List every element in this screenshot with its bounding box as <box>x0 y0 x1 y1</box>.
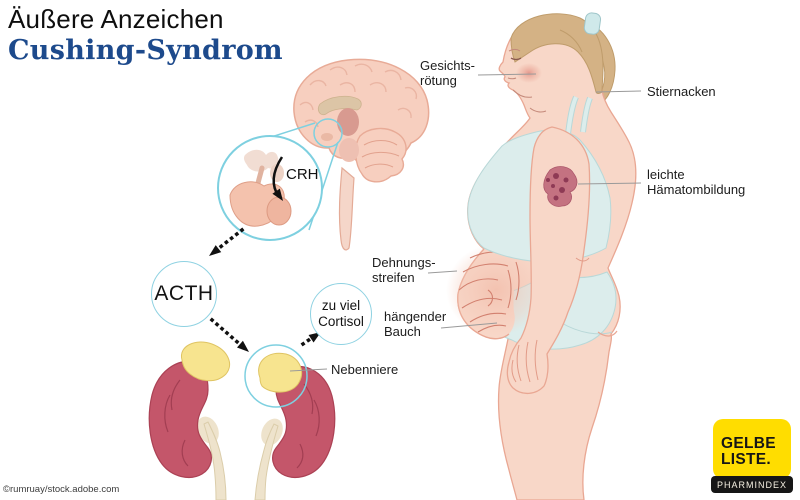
leader-hematoma <box>577 182 642 185</box>
logo-text-line1: GELBE <box>721 435 776 452</box>
face-lines <box>507 49 547 113</box>
hematoma-label: leichte Hämatombildung <box>647 167 746 197</box>
bra-straps <box>565 95 593 135</box>
arrow-acth-to-adrenal <box>209 317 246 350</box>
arrowheads <box>209 245 321 352</box>
logo-black-bar: PHARMINDEX <box>711 476 793 493</box>
logo-subtext: PHARMINDEX <box>716 479 787 490</box>
adrenal-highlight-circle <box>244 344 308 408</box>
cortisol-label-line2: Cortisol <box>318 314 364 329</box>
page-title: Äußere Anzeichen <box>8 4 224 34</box>
crh-label: CRH <box>286 166 319 183</box>
leader-stretch <box>427 270 458 274</box>
cortisol-label-line1: zu viel <box>321 298 361 313</box>
leader-adrenal <box>289 368 328 372</box>
leader-belly <box>440 322 498 329</box>
logo-yellow-box: GELBE LISTE. <box>713 419 791 479</box>
buffalo-neck-label: Stiernacken <box>647 84 716 99</box>
hanging-belly-label: hängender Bauch <box>384 309 447 339</box>
woman-illustration <box>446 12 637 500</box>
cheek-redness <box>516 63 542 83</box>
hormone-flow-arrows <box>209 227 319 350</box>
cortisol-circle: zu viel Cortisol <box>310 283 372 345</box>
acth-label: ACTH <box>154 282 214 305</box>
acth-circle: ACTH <box>151 261 217 327</box>
stretch-marks <box>458 251 520 333</box>
kidneys-illustration <box>148 341 336 500</box>
page-subtitle: Cushing-Syndrom <box>8 35 283 66</box>
nebenniere-label: Nebenniere <box>331 362 399 377</box>
face-redness-label: Gesichts- rötung <box>420 58 475 88</box>
leader-lines <box>289 73 642 372</box>
pituitary-magnifier <box>217 118 343 241</box>
finger-lines <box>511 257 590 383</box>
hematoma-bruise <box>543 166 578 207</box>
logo-text-line2: LISTE. <box>721 451 772 468</box>
leader-face <box>477 73 537 76</box>
credit-text: ©rumruay/stock.adobe.com <box>3 484 120 495</box>
hair-tie <box>583 12 602 35</box>
brain-illustration <box>293 58 430 251</box>
leader-neck <box>595 90 642 93</box>
brand-logo: GELBE LISTE. PHARMINDEX <box>711 417 795 495</box>
arrow-pituitary-to-acth <box>211 227 245 255</box>
stretch-marks-label: Dehnungs- streifen <box>372 255 436 285</box>
